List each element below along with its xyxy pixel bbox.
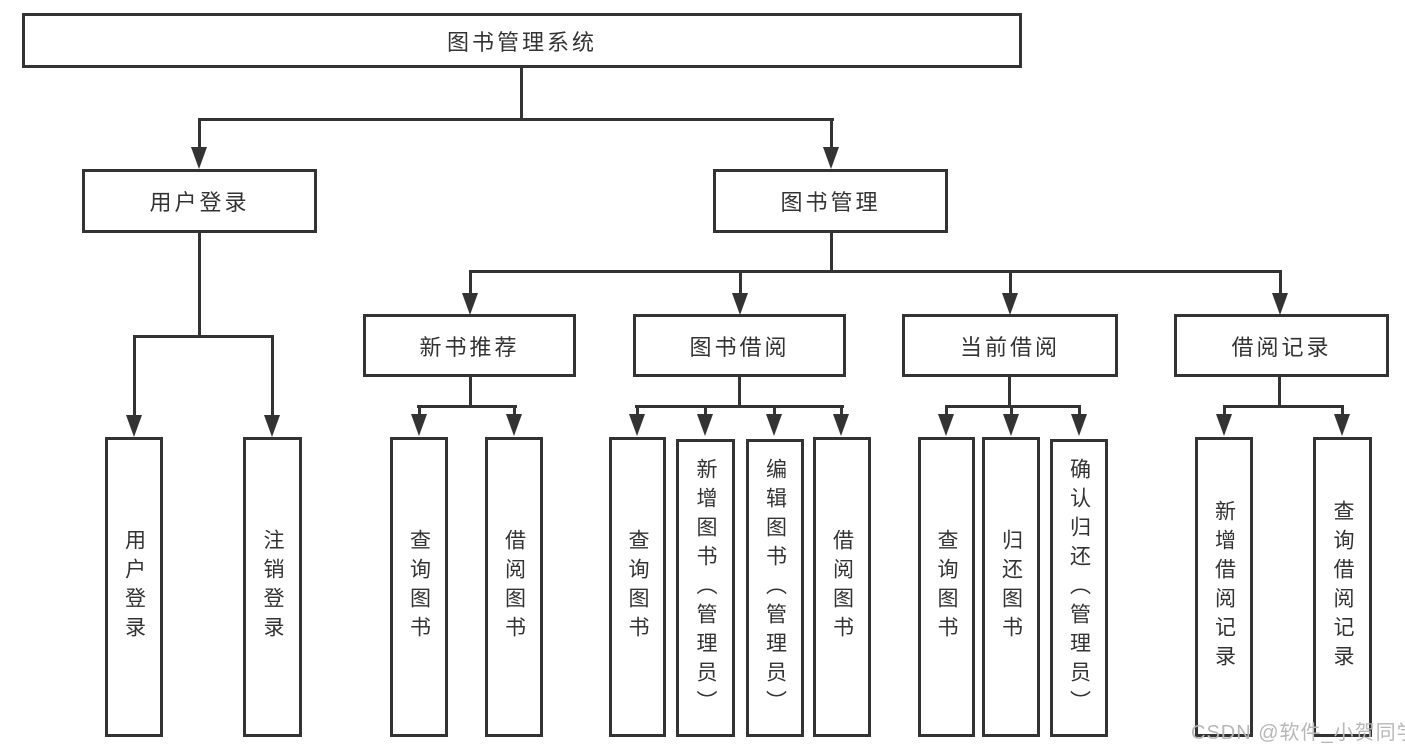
connector-user-login-drop xyxy=(198,118,201,150)
node-root: 图书管理系统 xyxy=(22,13,1022,68)
connector-level3-branch xyxy=(469,270,1282,273)
connector-cb-branch xyxy=(945,405,1081,408)
arrowhead-down-icon xyxy=(1002,293,1018,315)
arrowhead-down-icon xyxy=(1071,414,1087,436)
arrowhead-down-icon xyxy=(264,415,280,437)
connector-level2-branch xyxy=(198,118,834,121)
connector-bb-leaf4-drop xyxy=(840,405,843,417)
connector-br-stem xyxy=(1278,377,1281,407)
connector-bb-branch xyxy=(635,405,844,408)
arrowhead-down-icon xyxy=(629,414,645,436)
leaf-bb-query-book: 查询图书 xyxy=(609,437,666,737)
leaf-br-add-record: 新增借阅记录 xyxy=(1195,437,1253,737)
arrowhead-down-icon xyxy=(766,414,782,436)
connector-br-leaf1-drop xyxy=(1223,405,1226,417)
connector-bb-stem xyxy=(738,377,741,407)
node-book-management: 图书管理 xyxy=(713,169,948,233)
arrowhead-down-icon xyxy=(1216,414,1232,436)
connector-nbr-leaf1-drop xyxy=(418,405,421,417)
connector-nbr-branch xyxy=(417,405,517,408)
leaf-bb-edit-book: 编辑图书（管理员） xyxy=(746,439,804,737)
leaf-bb-add-book: 新增图书（管理员） xyxy=(676,439,735,737)
arrowhead-down-icon xyxy=(1003,414,1019,436)
connector-br-leaf2-drop xyxy=(1341,405,1344,417)
connector-book-mgmt-drop xyxy=(830,118,833,150)
arrowhead-down-icon xyxy=(938,414,954,436)
connector-bb-leaf2-drop xyxy=(704,405,707,417)
arrowhead-down-icon xyxy=(411,414,427,436)
connector-new-book-drop xyxy=(469,270,472,295)
connector-borrow-record-drop xyxy=(1279,270,1282,295)
connector-bb-leaf1-drop xyxy=(636,405,639,417)
node-book-borrow: 图书借阅 xyxy=(633,314,846,377)
connector-ul-leaf1-drop xyxy=(133,335,136,417)
leaf-br-query-record: 查询借阅记录 xyxy=(1313,437,1372,737)
connector-nbr-stem xyxy=(469,377,472,407)
connector-book-mgmt-stem xyxy=(830,233,833,273)
leaf-logout: 注销登录 xyxy=(243,437,302,737)
connector-user-login-stem xyxy=(198,233,201,337)
leaf-cb-return-book: 归还图书 xyxy=(982,437,1040,737)
arrowhead-down-icon xyxy=(506,414,522,436)
connector-cb-leaf1-drop xyxy=(945,405,948,417)
arrowhead-down-icon xyxy=(191,147,207,169)
connector-book-borrow-drop xyxy=(739,270,742,295)
connector-root-stem xyxy=(520,68,523,120)
node-current-borrow: 当前借阅 xyxy=(902,314,1118,377)
leaf-cb-query-book: 查询图书 xyxy=(918,437,975,737)
connector-user-login-branch xyxy=(133,335,274,338)
arrowhead-down-icon xyxy=(462,293,478,315)
leaf-nbr-query-book: 查询图书 xyxy=(390,437,448,737)
arrowhead-down-icon xyxy=(1272,293,1288,315)
connector-cb-leaf2-drop xyxy=(1010,405,1013,417)
connector-cb-stem xyxy=(1008,377,1011,407)
leaf-cb-confirm-return: 确认归还（管理员） xyxy=(1050,439,1108,737)
leaf-bb-borrow-book: 借阅图书 xyxy=(813,437,871,737)
leaf-user-login: 用户登录 xyxy=(105,437,163,737)
node-user-login: 用户登录 xyxy=(82,169,317,233)
node-borrow-record: 借阅记录 xyxy=(1174,314,1389,377)
arrowhead-down-icon xyxy=(126,415,142,437)
arrowhead-down-icon xyxy=(732,293,748,315)
connector-nbr-leaf2-drop xyxy=(513,405,516,417)
connector-br-branch xyxy=(1223,405,1344,408)
leaf-nbr-borrow-book: 借阅图书 xyxy=(485,437,543,737)
node-new-book-recommend: 新书推荐 xyxy=(363,314,576,377)
arrowhead-down-icon xyxy=(1334,414,1350,436)
arrowhead-down-icon xyxy=(823,147,839,169)
connector-cb-leaf3-drop xyxy=(1078,405,1081,417)
connector-bb-leaf3-drop xyxy=(773,405,776,417)
arrowhead-down-icon xyxy=(697,414,713,436)
connector-current-borrow-drop xyxy=(1009,270,1012,295)
arrowhead-down-icon xyxy=(833,414,849,436)
connector-ul-leaf2-drop xyxy=(271,335,274,417)
csdn-watermark: CSDN @软件_小贺同学 xyxy=(1191,722,1405,744)
